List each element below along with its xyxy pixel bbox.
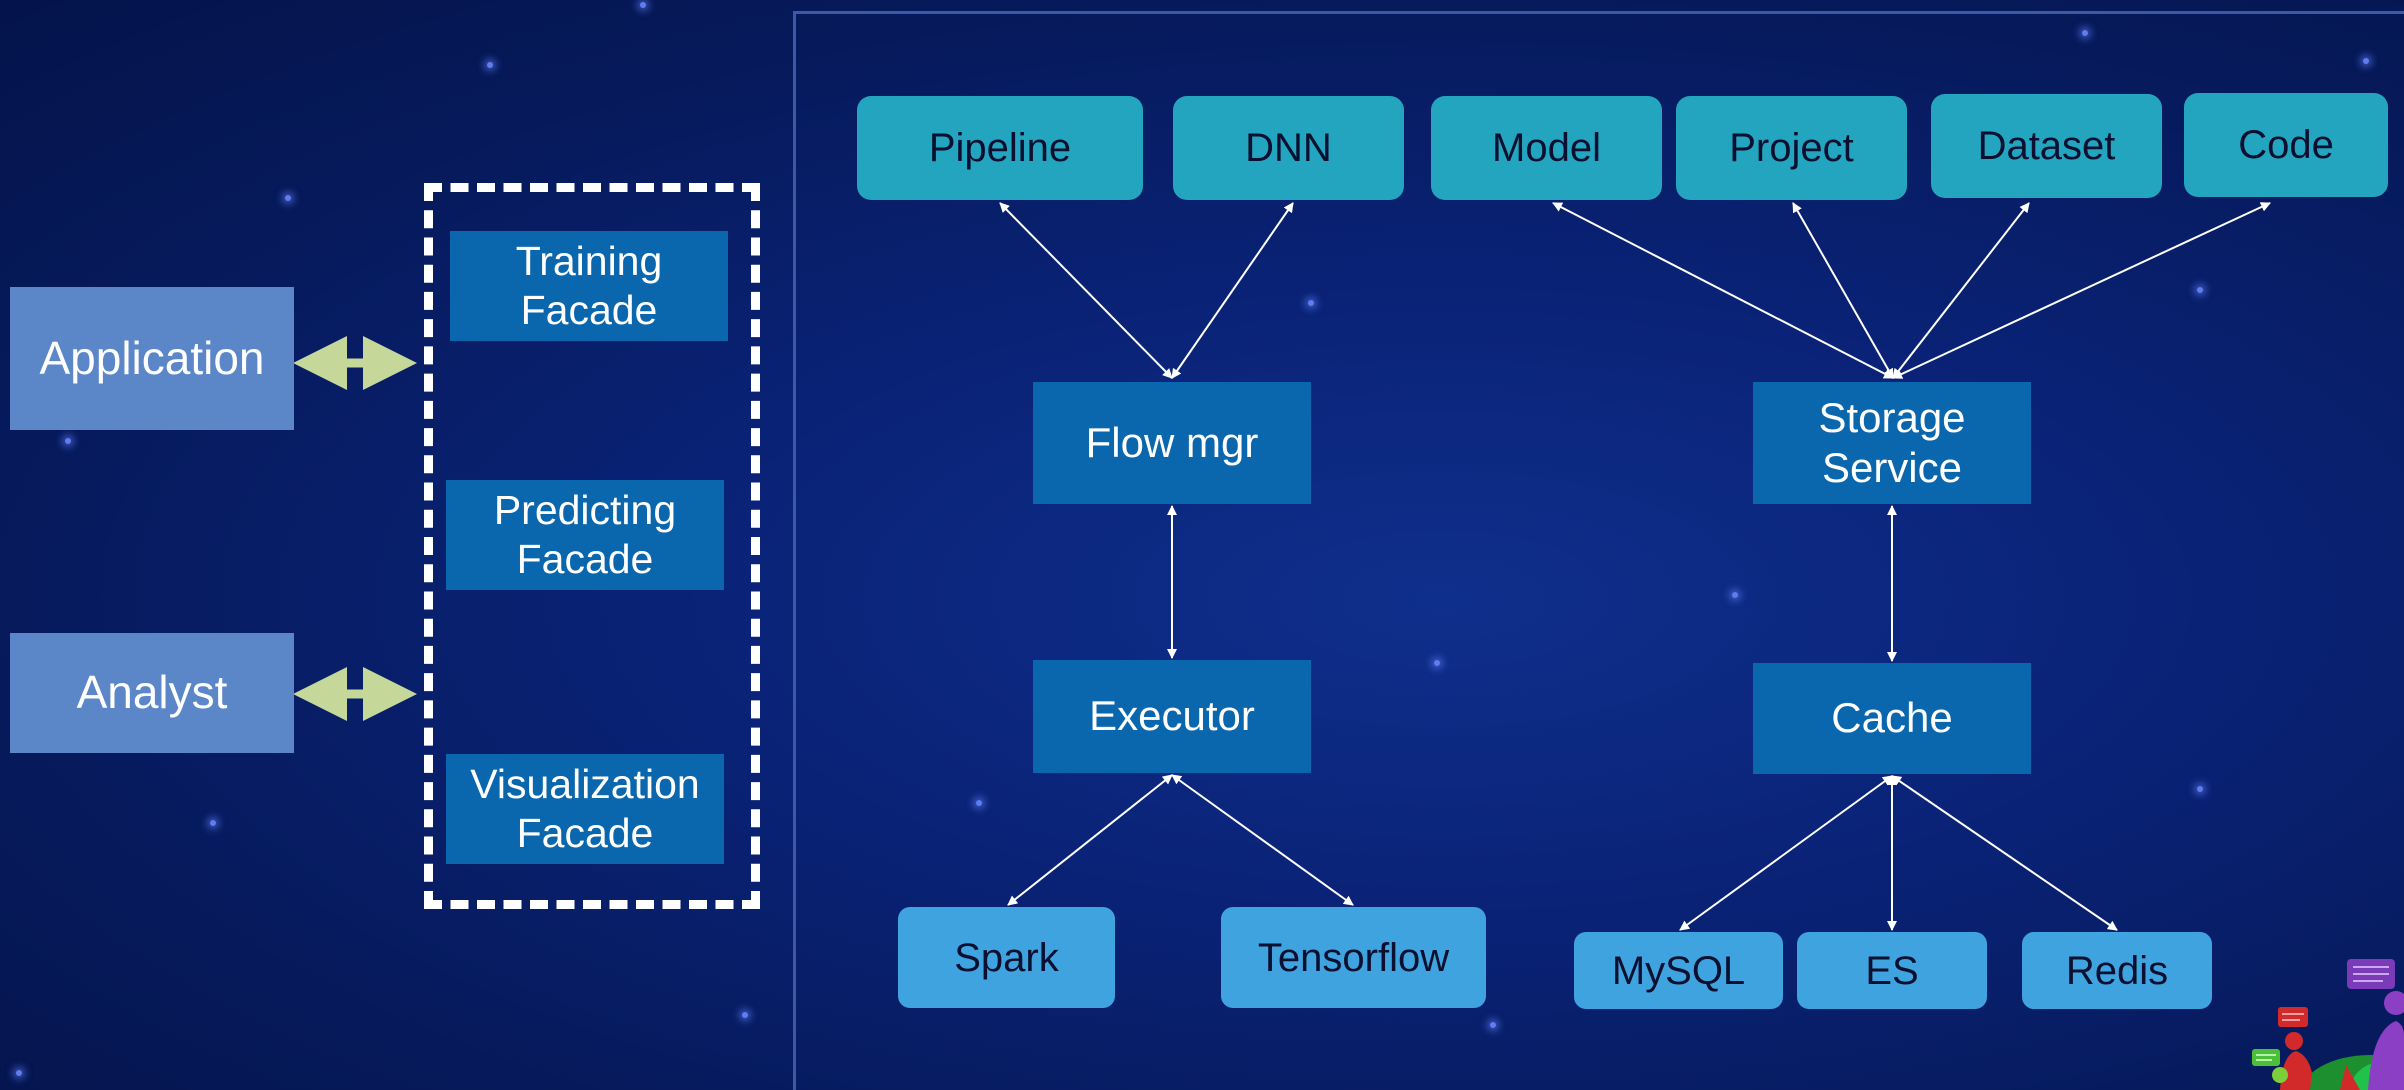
executor-spark-connector — [1007, 774, 1173, 906]
visualization-facade: Visualization Facade — [446, 754, 724, 864]
background-star — [1490, 1022, 1496, 1028]
flow-mgr-label: Flow mgr — [1085, 418, 1259, 466]
model-label: Model — [1492, 126, 1601, 170]
training-facade-line1: Training — [515, 237, 663, 284]
cache-node: Cache — [1753, 663, 2031, 774]
dnn-node: DNN — [1173, 96, 1404, 200]
analyst-label: Analyst — [76, 666, 228, 719]
mysql-node: MySQL — [1574, 932, 1783, 1009]
background-star — [65, 438, 71, 444]
application-actor: Application — [10, 287, 294, 430]
storage-dataset-connector — [1892, 202, 2030, 379]
background-star — [1308, 300, 1314, 306]
storage-service-node: Storage Service — [1753, 382, 2031, 504]
mysql-label: MySQL — [1611, 948, 1746, 993]
code-node: Code — [2184, 93, 2388, 197]
code-label: Code — [2238, 123, 2334, 167]
background-star — [487, 62, 493, 68]
tensorflow-node: Tensorflow — [1221, 907, 1486, 1008]
background-star — [210, 820, 216, 826]
predicting-facade-line1: Predicting — [493, 486, 677, 533]
predicting-facade-line2: Facade — [516, 536, 654, 582]
pipeline-label: Pipeline — [928, 126, 1072, 170]
training-facade-line2: Facade — [520, 287, 658, 333]
analyst-actor: Analyst — [10, 633, 294, 753]
background-star — [2082, 30, 2088, 36]
es-node: ES — [1797, 932, 1987, 1009]
redis-label: Redis — [2065, 948, 2169, 993]
executor-label: Executor — [1089, 692, 1255, 740]
people-chat-icon — [2252, 959, 2404, 1090]
spark-label: Spark — [954, 935, 1059, 980]
project-node: Project — [1676, 96, 1907, 200]
visualization-facade-line2: Facade — [516, 810, 654, 856]
flow-mgr-node: Flow mgr — [1033, 382, 1311, 504]
executor-tensorflow-connector — [1171, 774, 1354, 906]
background-star — [742, 1012, 748, 1018]
flowmgr-dnn-connector — [1171, 202, 1294, 379]
cache-label: Cache — [1831, 694, 1953, 742]
storage-project-connector — [1792, 202, 1894, 379]
application-label: Application — [39, 331, 265, 384]
predicting-facade: Predicting Facade — [446, 480, 724, 590]
es-label: ES — [1865, 948, 1919, 993]
cache-mysql-connector — [1679, 775, 1893, 931]
storage-code-connector — [1892, 202, 2271, 379]
background-star — [1434, 660, 1440, 666]
training-facade: Training Facade — [450, 231, 728, 341]
storage-service-line1: Storage — [1818, 393, 1966, 441]
project-label: Project — [1729, 126, 1854, 170]
cache-redis-connector — [1891, 775, 2118, 931]
system-boundary — [793, 11, 2404, 1090]
background-star — [2197, 786, 2203, 792]
background-star — [976, 800, 982, 806]
spark-node: Spark — [898, 907, 1115, 1008]
dataset-label: Dataset — [1977, 124, 2116, 168]
redis-node: Redis — [2022, 932, 2212, 1009]
storage-service-line2: Service — [1821, 444, 1963, 491]
pipeline-node: Pipeline — [857, 96, 1143, 200]
dnn-label: DNN — [1245, 126, 1332, 170]
background-star — [16, 1070, 22, 1076]
background-star — [640, 2, 646, 8]
facade-group — [424, 183, 760, 909]
tensorflow-label: Tensorflow — [1257, 935, 1450, 980]
background-star — [2363, 58, 2369, 64]
background-star — [1732, 592, 1738, 598]
dataset-node: Dataset — [1931, 94, 2162, 198]
executor-node: Executor — [1033, 660, 1311, 773]
model-node: Model — [1431, 96, 1662, 200]
background-star — [285, 195, 291, 201]
visualization-facade-line1: Visualization — [470, 760, 700, 807]
flowmgr-pipeline-connector — [999, 202, 1173, 379]
